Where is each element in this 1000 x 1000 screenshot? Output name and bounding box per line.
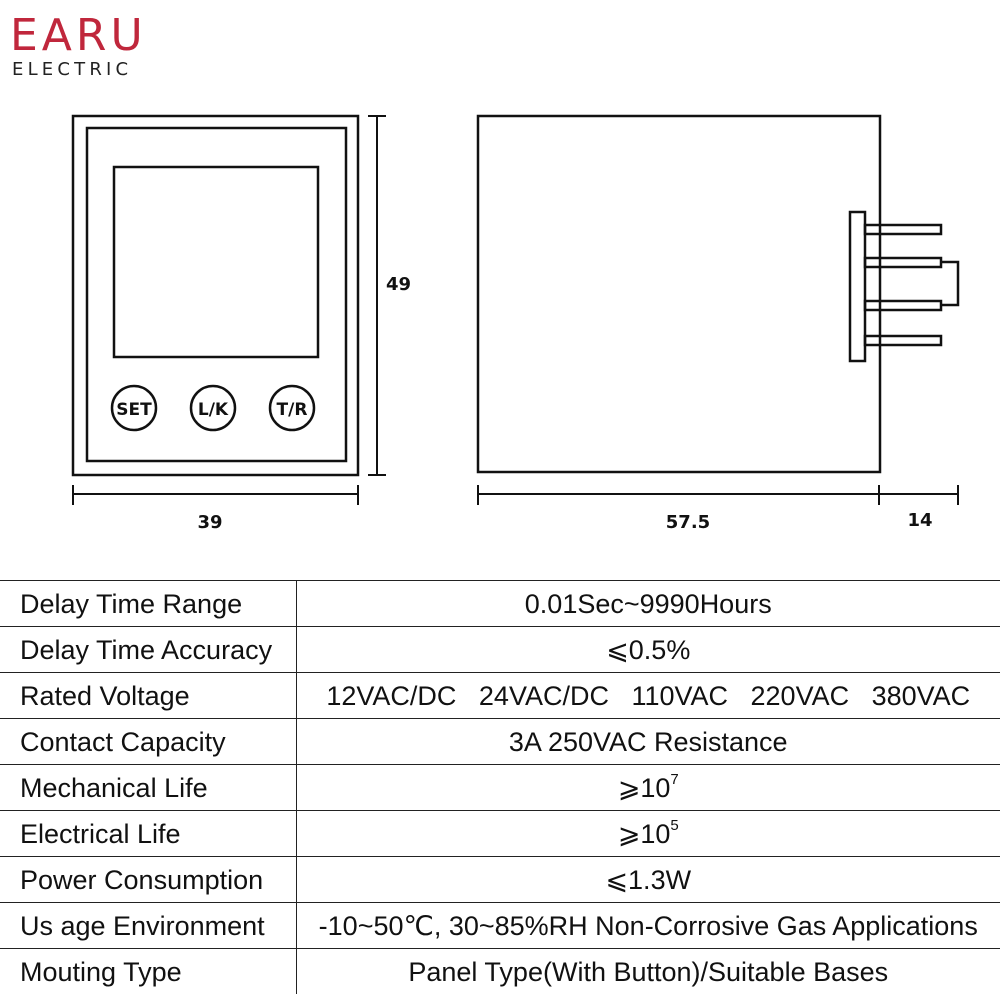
width-dimension-line [72,485,359,505]
spec-value: ⩽0.5% [295,626,1000,673]
spec-value: ⩽1.3W [295,856,1000,903]
pin-3 [863,299,943,312]
spec-value-base: ⩾10 [617,818,671,849]
spec-value: 12VAC/DC 24VAC/DC 110VAC 220VAC 380VAC [295,672,1000,719]
pin-4 [863,334,943,347]
spec-row: Mouting Type Panel Type(With Button)/Sui… [0,948,1000,994]
spec-value: 0.01Sec~9990Hours [295,580,1000,627]
spec-value-base: ⩾10 [617,772,671,803]
spec-value: ⩾105 [295,810,1000,857]
brand-subtitle: ELECTRIC [12,59,133,80]
side-view [476,114,960,474]
spec-parameter: Rated Voltage [0,672,297,719]
width-dimension-label: 39 [197,512,222,533]
set-button-label: SET [116,400,152,420]
brand-logo: EARU ELECTRIC [10,14,147,80]
front-view-inner-frame [85,126,348,463]
height-dimension-line [368,115,386,476]
spec-parameter: Us age Environment [0,902,297,949]
brand-name: EARU [10,10,147,61]
pin-2 [863,256,943,269]
pin-bracket [941,260,960,307]
spec-row: Electrical Life ⩾105 [0,810,1000,857]
spec-value: Panel Type(With Button)/Suitable Bases [295,948,1000,994]
length-dimension-label: 57.5 [666,512,710,533]
spec-row: Rated Voltage 12VAC/DC 24VAC/DC 110VAC 2… [0,672,1000,719]
spec-parameter: Delay Time Accuracy [0,626,297,673]
tr-button-label: T/R [277,400,308,420]
spec-value: ⩾107 [295,764,1000,811]
height-dimension-label: 49 [386,274,411,295]
set-button [110,384,158,432]
length-dimension-line [477,485,959,505]
front-view [71,114,360,477]
display-window [112,165,320,359]
rated-voltage-values: 12VAC/DC 24VAC/DC 110VAC 220VAC 380VAC [326,680,971,711]
spec-value: -10~50℃, 30~85%RH Non-Corrosive Gas Appl… [295,902,1000,949]
lk-button [189,384,237,432]
spec-table: Delay Time Range 0.01Sec~9990Hours Delay… [0,580,1000,994]
spec-value-exponent: 5 [670,816,679,834]
pin-1 [863,223,943,236]
lk-button-label: L/K [198,400,229,420]
spec-row: Contact Capacity 3A 250VAC Resistance [0,718,1000,765]
spec-parameter: Delay Time Range [0,580,297,627]
spec-parameter: Mechanical Life [0,764,297,811]
spec-row: Delay Time Range 0.01Sec~9990Hours [0,580,1000,627]
spec-value: 3A 250VAC Resistance [295,718,1000,765]
spec-row: Power Consumption ⩽1.3W [0,856,1000,903]
spec-parameter: Contact Capacity [0,718,297,765]
side-view-body [476,114,882,474]
pin-length-dimension-label: 14 [907,510,932,531]
spec-parameter: Mouting Type [0,948,297,994]
spec-parameter: Electrical Life [0,810,297,857]
dimension-drawing: SET L/K T/R 49 39 57.5 14 [71,114,960,533]
spec-row: Mechanical Life ⩾107 [0,764,1000,811]
spec-row: Delay Time Accuracy ⩽0.5% [0,626,1000,673]
socket-flange [848,210,867,363]
front-view-outer-frame [71,114,360,477]
spec-value-exponent: 7 [670,770,679,788]
spec-parameter: Power Consumption [0,856,297,903]
tr-button [268,384,316,432]
spec-row: Us age Environment -10~50℃, 30~85%RH Non… [0,902,1000,949]
